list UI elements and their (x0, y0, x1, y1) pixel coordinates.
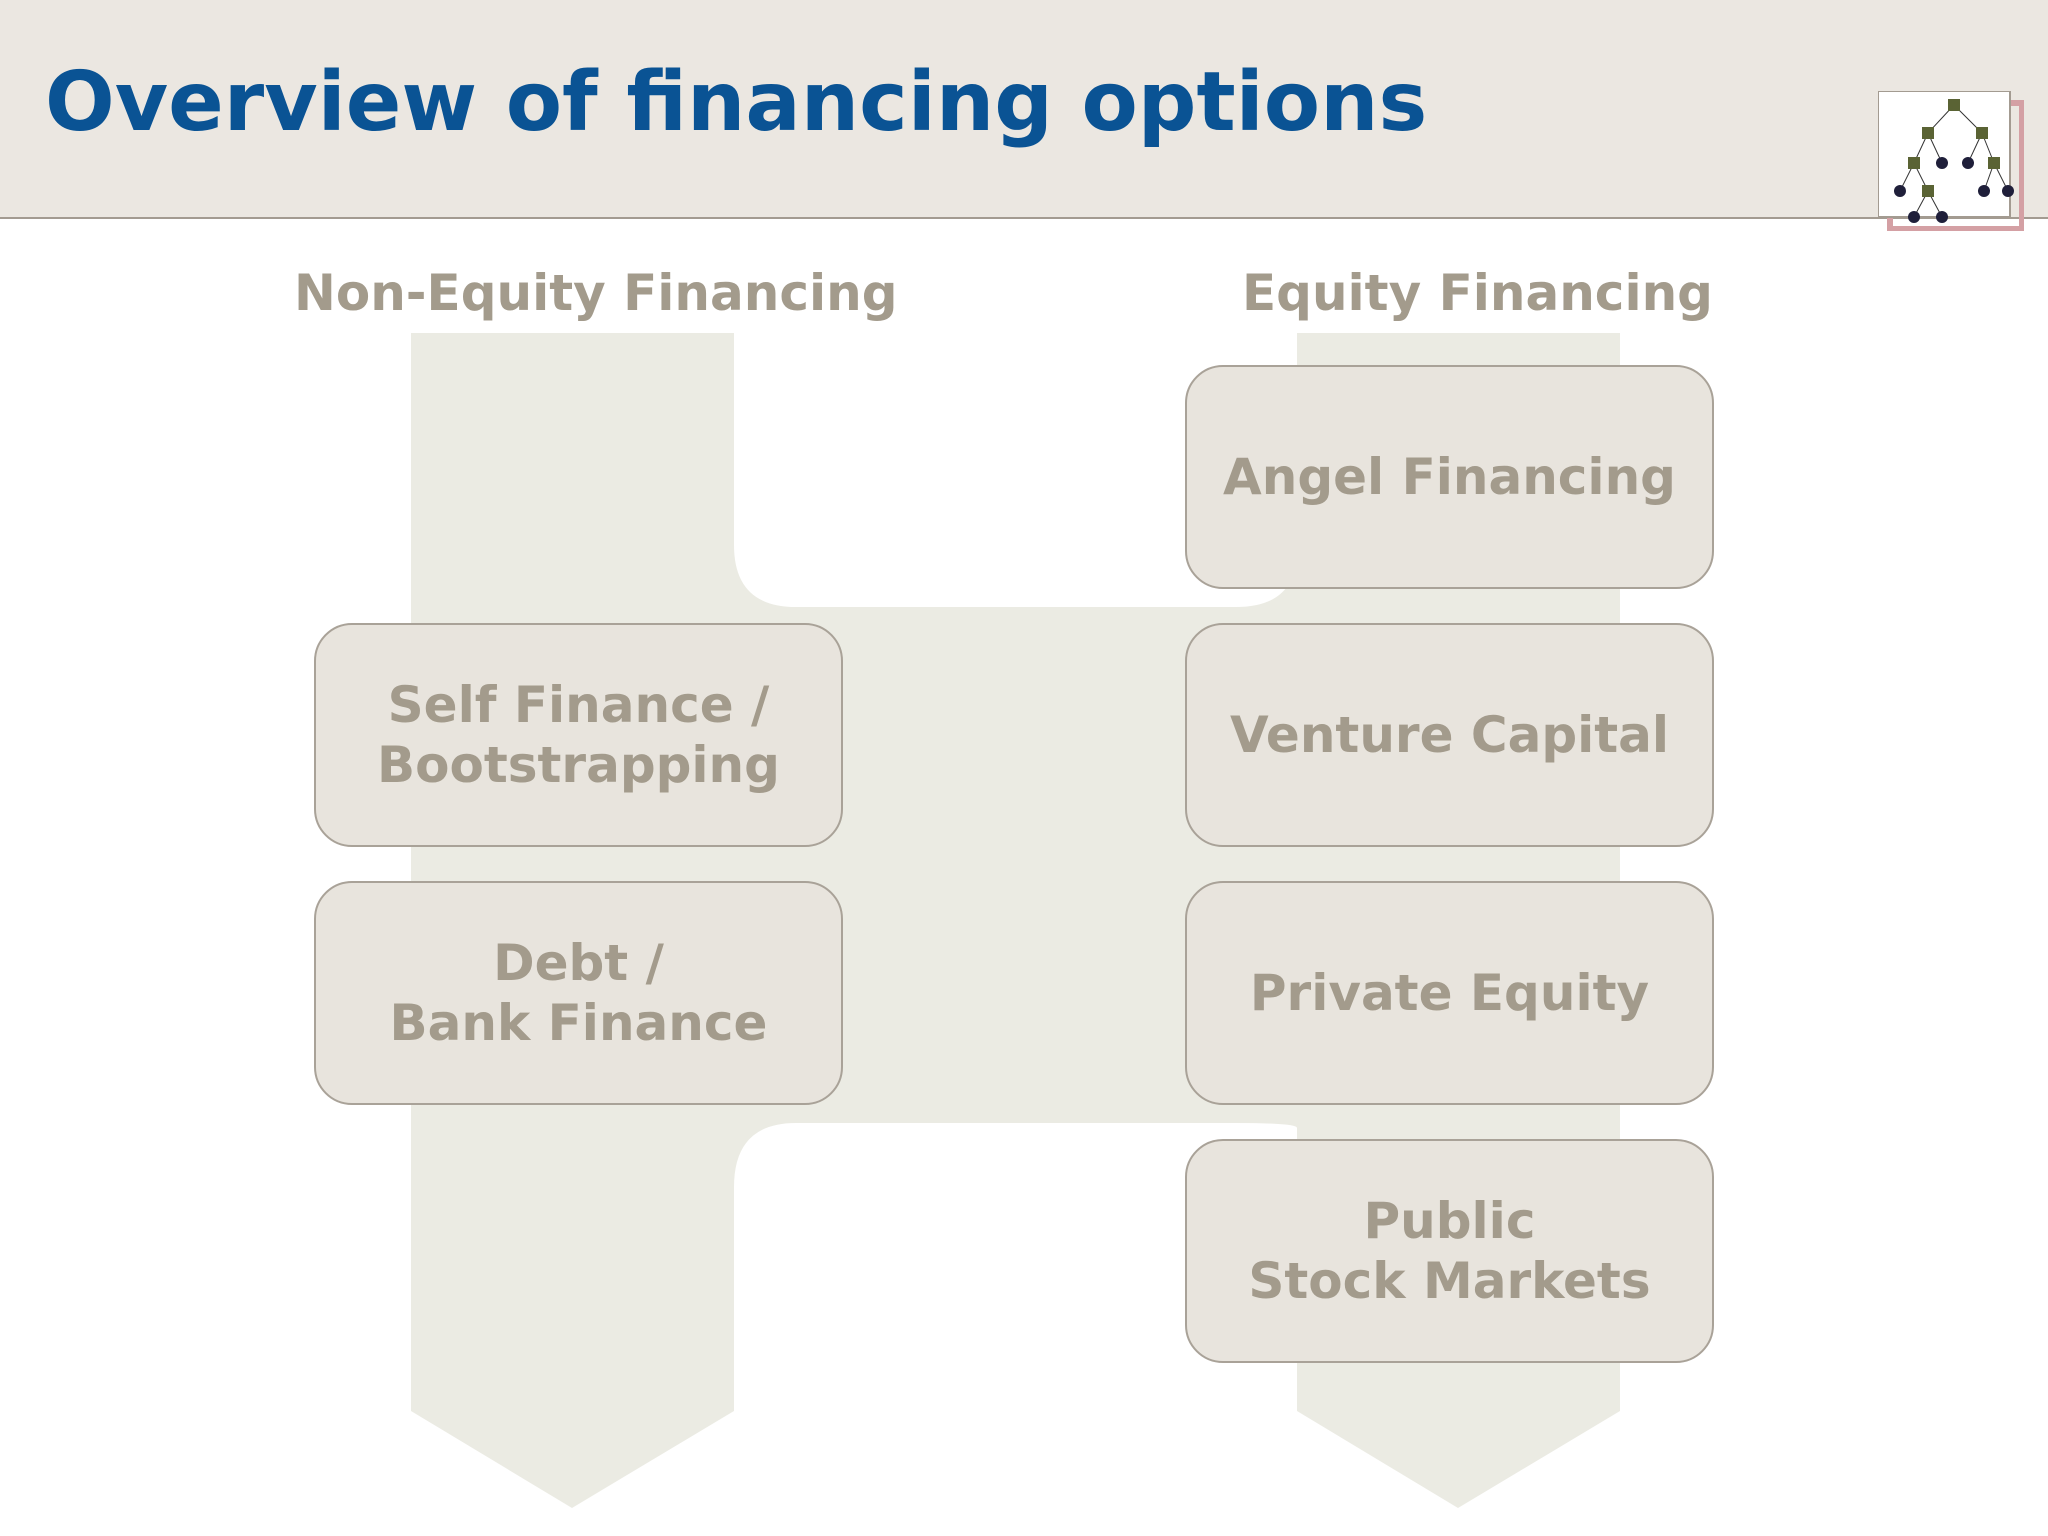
box-label: Self Finance / Bootstrapping (377, 676, 780, 794)
non-equity-heading: Non-Equity Financing (294, 264, 898, 322)
page-title: Overview of financing options (45, 55, 1428, 150)
public-stock-markets-box: Public Stock Markets (1185, 1139, 1714, 1363)
box-label: Debt / Bank Finance (389, 934, 768, 1052)
title-bar: Overview of financing options (0, 0, 2048, 219)
private-equity-box: Private Equity (1185, 881, 1714, 1105)
self-finance-box: Self Finance / Bootstrapping (314, 623, 843, 847)
venture-capital-box: Venture Capital (1185, 623, 1714, 847)
equity-heading: Equity Financing (1242, 264, 1713, 322)
debt-bank-finance-box: Debt / Bank Finance (314, 881, 843, 1105)
box-label: Public Stock Markets (1248, 1192, 1651, 1310)
box-label: Angel Financing (1223, 448, 1676, 506)
angel-financing-box: Angel Financing (1185, 365, 1714, 589)
box-label: Venture Capital (1229, 706, 1670, 764)
decision-tree-icon (1878, 91, 2024, 231)
connector-band (734, 545, 1297, 1187)
box-label: Private Equity (1249, 964, 1650, 1022)
